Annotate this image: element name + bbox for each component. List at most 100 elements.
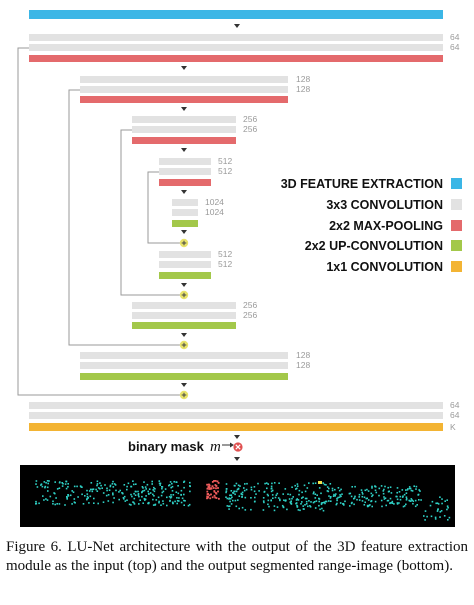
segmented-point <box>300 503 302 505</box>
segmented-point <box>334 488 336 491</box>
segmented-point <box>405 503 407 506</box>
segmented-point <box>439 516 441 518</box>
highlighted-point <box>206 487 209 490</box>
segmented-point <box>244 483 246 485</box>
segmented-point <box>446 508 448 511</box>
segmented-point <box>267 503 269 506</box>
segmented-point <box>133 492 135 495</box>
channel-count-label: 256 <box>243 114 257 124</box>
segmented-point <box>413 485 415 487</box>
segmented-point <box>332 495 335 497</box>
maxpool-bar <box>132 137 236 144</box>
segmented-point <box>322 509 325 512</box>
channel-count-label: 128 <box>296 360 310 370</box>
down-arrow-icon <box>234 435 240 439</box>
segmented-point <box>271 489 274 492</box>
segmented-point <box>97 487 100 489</box>
segmented-point <box>378 487 381 490</box>
segmented-point <box>127 482 130 485</box>
legend-label: 3D FEATURE EXTRACTION <box>281 177 443 191</box>
segmented-point <box>367 490 370 492</box>
segmented-point <box>387 499 390 502</box>
segmented-point <box>109 485 112 488</box>
segmented-point <box>232 499 234 502</box>
segmented-point <box>328 495 330 497</box>
highlighted-point <box>208 494 211 497</box>
segmented-point <box>132 480 134 482</box>
segmented-point <box>410 489 413 492</box>
segmented-point <box>35 502 38 505</box>
segmented-point <box>169 481 172 483</box>
segmented-point <box>123 495 126 498</box>
segmented-point <box>309 506 312 508</box>
legend-label: 2x2 MAX-POOLING <box>329 219 443 233</box>
segmented-point <box>337 487 340 489</box>
segmented-point <box>254 496 256 499</box>
segmented-point <box>66 496 68 499</box>
segmented-point <box>73 485 76 488</box>
segmented-point <box>255 493 257 495</box>
segmented-point <box>402 505 405 508</box>
segmented-point <box>439 496 441 498</box>
segmented-point <box>398 502 400 504</box>
segmented-point <box>35 500 37 503</box>
segmented-point <box>253 490 256 493</box>
segmented-point <box>310 501 312 503</box>
segmented-point <box>183 481 185 483</box>
segmented-point <box>99 487 101 490</box>
segmented-point <box>133 497 136 500</box>
segmented-point <box>118 498 120 501</box>
segmented-point <box>366 504 369 507</box>
segmented-point <box>90 482 93 484</box>
segmented-point <box>236 488 239 491</box>
segmented-point <box>296 483 299 485</box>
segmented-point <box>112 493 114 496</box>
segmented-point <box>88 502 90 504</box>
segmented-point <box>301 501 303 503</box>
channel-count-label: 64 <box>450 400 460 410</box>
segmented-point <box>130 485 133 488</box>
segmented-point <box>351 501 353 504</box>
segmented-point <box>325 484 327 486</box>
segmented-point <box>107 500 110 502</box>
segmented-point <box>342 502 345 505</box>
conv3x3-bar <box>80 352 288 359</box>
segmented-point <box>66 496 68 498</box>
segmented-point <box>172 494 175 496</box>
segmented-point <box>324 502 326 505</box>
segmented-point <box>52 503 54 505</box>
segmented-point <box>147 492 150 495</box>
highlighted-point <box>217 482 220 484</box>
segmented-point <box>177 485 179 487</box>
segmented-point <box>238 507 240 510</box>
segmented-point <box>361 495 364 498</box>
segmented-point <box>149 492 152 494</box>
segmented-point <box>408 487 411 490</box>
segmented-point <box>188 503 191 506</box>
segmented-point <box>229 494 231 497</box>
segmented-point <box>363 496 366 499</box>
segmented-point <box>371 485 373 488</box>
segmented-point <box>403 493 406 496</box>
segmented-point <box>340 488 342 491</box>
segmented-point <box>279 498 281 501</box>
segmented-point <box>44 486 46 489</box>
segmented-point <box>240 493 243 495</box>
segmented-point <box>353 503 355 506</box>
segmented-point <box>61 482 63 484</box>
segmented-point <box>339 502 342 504</box>
segmented-point <box>318 504 320 507</box>
segmented-point <box>177 492 180 495</box>
highlighted-point <box>217 487 219 489</box>
segmented-point <box>96 484 98 487</box>
segmented-point <box>61 485 64 487</box>
segmented-point <box>161 491 164 494</box>
segmented-point <box>281 504 284 507</box>
segmented-point <box>123 484 126 486</box>
segmented-point <box>302 496 304 498</box>
segmented-point <box>153 486 155 489</box>
segmented-point <box>270 490 273 493</box>
segmented-point <box>384 485 386 488</box>
segmented-point <box>371 505 373 508</box>
segmented-point <box>74 502 76 504</box>
